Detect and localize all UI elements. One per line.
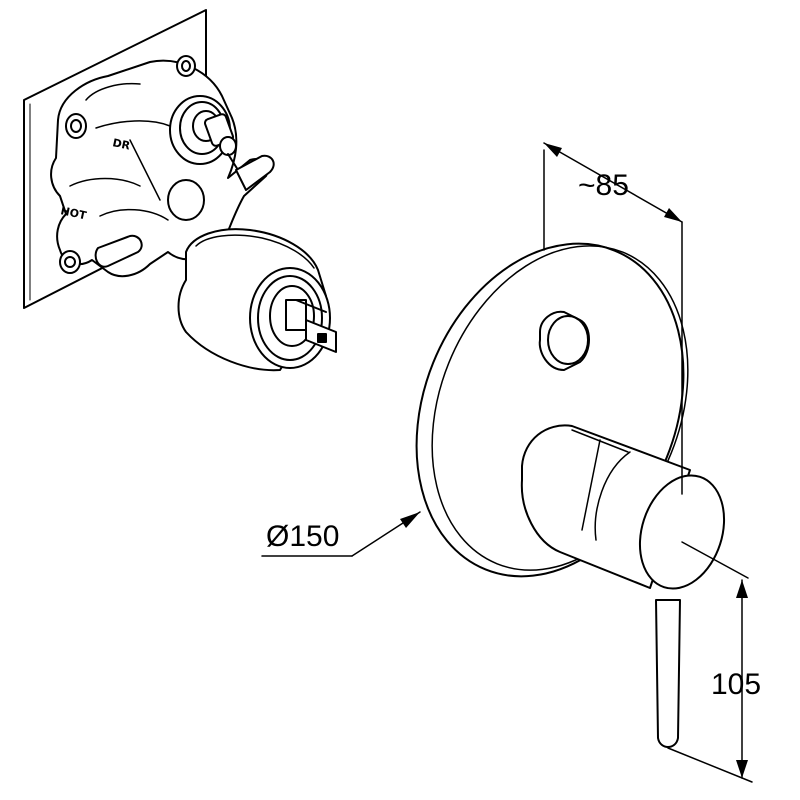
lever-end-face xyxy=(638,474,726,590)
depth-arrow-left xyxy=(544,143,562,157)
height-arrow-top xyxy=(736,580,748,598)
mixer-lever xyxy=(520,424,726,748)
dr-port-marking: DR xyxy=(111,136,131,152)
housing-contour xyxy=(69,82,171,221)
lever-rod xyxy=(655,599,681,748)
dr-port xyxy=(169,95,239,171)
height-extension-bottom xyxy=(667,747,753,783)
hot-port-marking: HOT xyxy=(59,204,88,222)
depth-dimension-line xyxy=(543,142,683,223)
left-lug xyxy=(94,234,143,268)
cartridge xyxy=(177,228,337,372)
concealed-valve-body: DR HOT xyxy=(23,9,337,372)
height-extension-top xyxy=(681,541,749,579)
dimension-lines xyxy=(261,142,753,783)
diverter-button xyxy=(538,310,590,371)
trim-assembly xyxy=(415,242,726,748)
escutcheon-edge xyxy=(431,245,689,571)
depth-arrow-right xyxy=(664,208,682,222)
mounting-screws xyxy=(59,55,196,274)
dome-cap xyxy=(167,179,205,221)
diameter-dimension-label: Ø150 xyxy=(266,520,340,553)
depth-dimension-label: ~85 xyxy=(578,169,629,202)
height-arrow-bottom xyxy=(736,760,748,778)
diameter-arrow xyxy=(400,512,420,528)
height-dimension-label: 105 xyxy=(711,668,762,701)
side-lug xyxy=(235,154,275,191)
